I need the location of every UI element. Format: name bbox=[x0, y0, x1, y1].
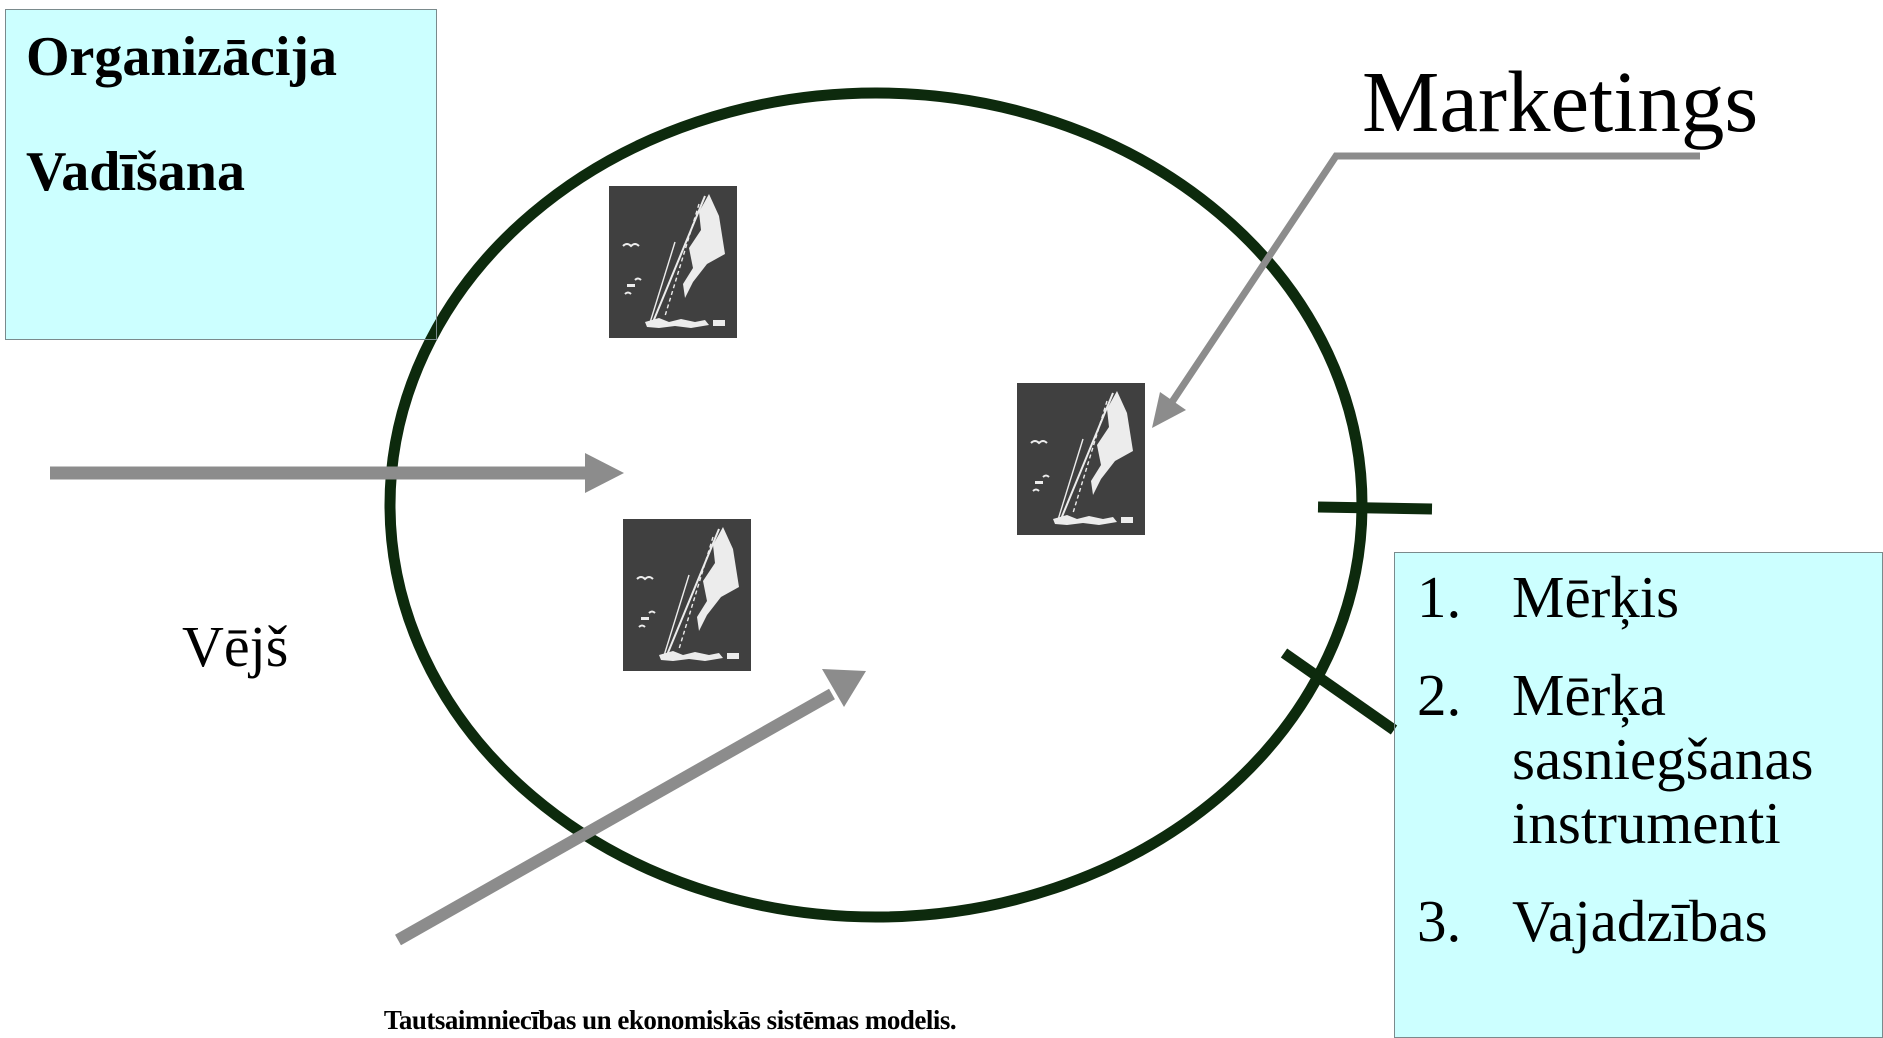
list-item-text: Vajadzības bbox=[1512, 888, 1768, 954]
sailboat-icon bbox=[609, 186, 737, 338]
economy-ellipse bbox=[384, 87, 1368, 923]
marketing-leader-line bbox=[1165, 152, 1700, 410]
wind-arrow-horizontal-head bbox=[585, 453, 624, 493]
wind-label: Vējš bbox=[182, 614, 289, 679]
ellipse-tick-lower bbox=[1280, 648, 1398, 735]
list-item-text: Mērķis bbox=[1512, 564, 1680, 630]
ellipse-tick-upper bbox=[1317, 501, 1433, 515]
list-item-number: 2. bbox=[1417, 662, 1462, 728]
wind-arrow-diagonal-shaft bbox=[395, 688, 835, 946]
list-item: 2. Mērķa sasniegšanas instrumenti bbox=[1417, 663, 1882, 855]
slide-caption: Tautsaimniecības un ekonomiskās sistēmas… bbox=[383, 1005, 957, 1035]
sailboat-icon bbox=[1017, 383, 1145, 535]
organization-label: Organizācija bbox=[26, 26, 338, 88]
org-box-fill bbox=[5, 9, 437, 340]
list-item: 3. Vajadzības bbox=[1417, 889, 1882, 953]
list-box-fill bbox=[1394, 552, 1883, 1038]
goals-list-box: 1. Mērķis 2. Mērķa sasniegšanas instrume… bbox=[1394, 552, 1883, 1038]
list-item: 1. Mērķis bbox=[1417, 565, 1882, 629]
management-label: Vadīšana bbox=[26, 141, 245, 203]
sailboat-icon bbox=[623, 519, 751, 671]
marketing-leader-arrowhead bbox=[1152, 392, 1186, 428]
wind-arrow-diagonal-head bbox=[822, 669, 866, 707]
list-item-text: Mērķa sasniegšanas instrumenti bbox=[1512, 662, 1814, 856]
marketing-label: Marketings bbox=[1362, 53, 1759, 150]
organization-box: Organizācija Vadīšana bbox=[5, 9, 437, 340]
list-item-number: 1. bbox=[1417, 564, 1462, 630]
list-item-number: 3. bbox=[1417, 888, 1462, 954]
